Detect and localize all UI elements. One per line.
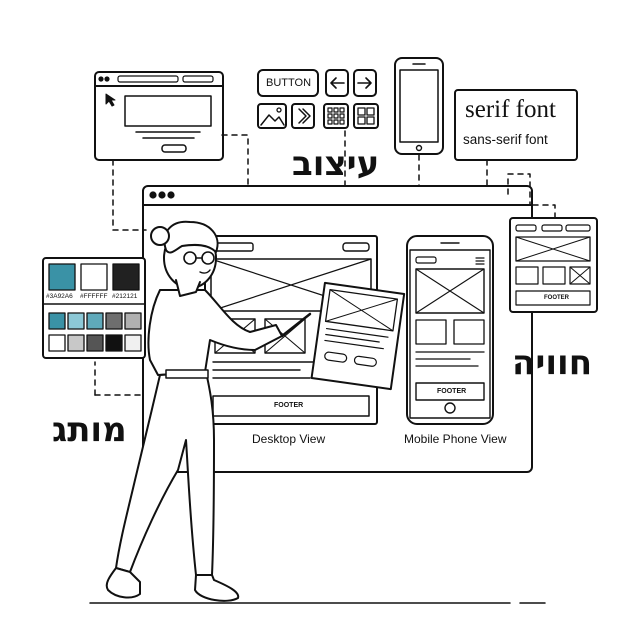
experience-heading: חוויה <box>512 343 593 383</box>
tint-swatch[interactable] <box>48 312 66 330</box>
tint-swatch[interactable] <box>67 334 85 352</box>
button-sample[interactable] <box>257 69 319 97</box>
tint-swatch[interactable] <box>105 334 123 352</box>
swatch-label-1: #3A92A6 <box>46 293 73 300</box>
swatch-label-3: #212121 <box>112 293 138 300</box>
mobile-view-caption: Mobile Phone View <box>404 432 507 446</box>
mobile-view-wireframe <box>406 235 494 425</box>
main-swatch[interactable] <box>48 263 76 291</box>
designer-character <box>105 220 312 602</box>
right-wireframe-card <box>509 217 598 313</box>
tint-swatch[interactable] <box>86 312 104 330</box>
card-footer-label: FOOTER <box>544 295 569 301</box>
phone-icon-card <box>394 57 444 155</box>
ui-kit-elements <box>257 69 379 129</box>
dashed-connectors <box>94 130 556 396</box>
main-swatch[interactable] <box>112 263 140 291</box>
tint-swatch[interactable] <box>124 312 142 330</box>
browser-wireframe-card <box>94 71 224 161</box>
tint-swatch[interactable] <box>105 312 123 330</box>
tint-swatch[interactable] <box>86 334 104 352</box>
layout-icon <box>353 103 379 129</box>
tint-swatch[interactable] <box>48 334 66 352</box>
grid-icon <box>323 103 349 129</box>
tint-swatch[interactable] <box>124 334 142 352</box>
desktop-footer-label: FOOTER <box>274 402 304 409</box>
sans-serif-font-sample: sans-serif font <box>463 132 548 147</box>
button-sample-label: BUTTON <box>266 77 312 89</box>
tint-swatch[interactable] <box>67 312 85 330</box>
sketch-paper <box>310 281 406 391</box>
chevron-right-icon <box>291 103 315 129</box>
serif-font-sample: serif font <box>465 96 556 123</box>
brand-heading: מותג <box>52 410 127 450</box>
desktop-view-caption: Desktop View <box>252 432 326 446</box>
typography-card <box>454 89 578 161</box>
main-swatch[interactable] <box>80 263 108 291</box>
image-icon <box>257 103 287 129</box>
mobile-footer-label: FOOTER <box>437 388 467 395</box>
swatch-label-2: #FFFFFF <box>80 293 108 300</box>
design-heading: עיצוב <box>292 144 380 184</box>
